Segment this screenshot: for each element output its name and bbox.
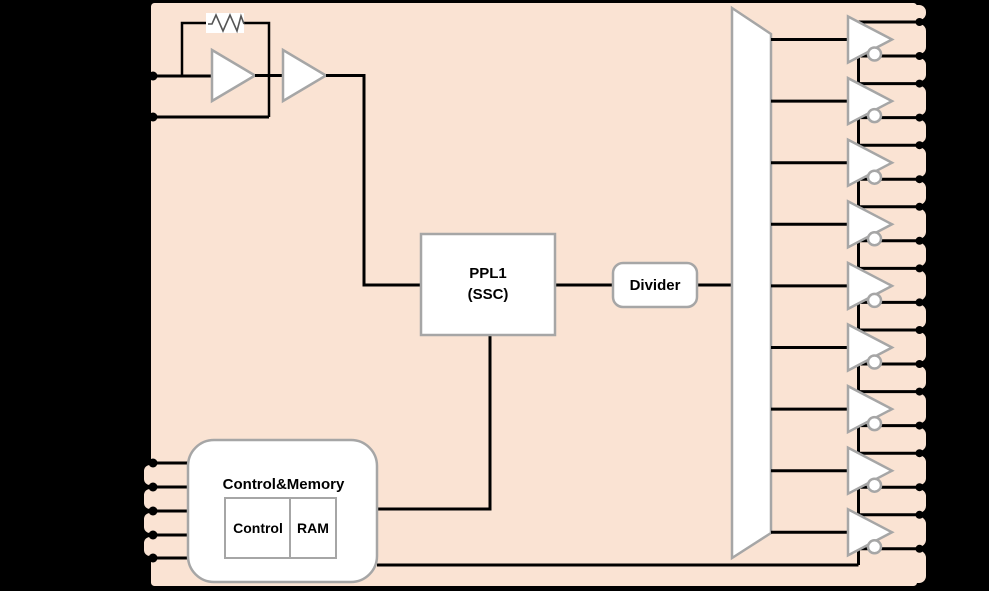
- output-buffer: [771, 322, 924, 392]
- inverter-bubble-icon: [866, 354, 883, 370]
- mux-trapezoid-icon: [730, 5, 773, 561]
- inverter-bubble-icon: [866, 539, 883, 555]
- output-pin-dot: [915, 360, 924, 368]
- output-buffer: [771, 507, 924, 565]
- inverter-bubble-icon: [866, 107, 883, 124]
- pll-label-line1: PPL1: [469, 265, 507, 283]
- output-pin-dot: [915, 113, 924, 122]
- output-buffer: [771, 260, 924, 330]
- chip-pin-tab: [899, 119, 926, 144]
- pll-block: [419, 232, 557, 337]
- inverter-bubble-icon: [866, 477, 883, 493]
- output-pin-dot: [915, 52, 924, 60]
- chip-pin-tab: [144, 465, 166, 485]
- divider-block: [611, 261, 699, 309]
- output-pin-dot: [915, 236, 924, 245]
- output-pin-dot: [915, 175, 924, 184]
- input-pin-dot: [148, 71, 158, 81]
- amplifier-icon: [210, 47, 258, 104]
- ram-sub-block: [289, 497, 337, 559]
- chip-pin-tab: [899, 393, 926, 424]
- chip-pin-tab: [899, 550, 926, 583]
- output-pin-dot: [915, 18, 924, 26]
- chip-pin-tab: [899, 332, 926, 362]
- output-buffer: [771, 445, 924, 515]
- output-pin-dot: [915, 141, 924, 150]
- output-pin-dot: [915, 421, 924, 430]
- pin-tab-layer: [899, 5, 926, 583]
- chip-pin-tab: [144, 489, 166, 509]
- input-pin-dot: [148, 458, 158, 468]
- chip-pin-tab: [144, 537, 166, 556]
- pll-to-control-wire: [377, 335, 492, 511]
- input-pin-dot: [148, 530, 158, 540]
- output-pin-dot: [915, 510, 924, 519]
- input-pin-dot: [148, 112, 158, 122]
- output-pin-dot: [915, 264, 924, 273]
- chip-pin-tab: [899, 5, 926, 20]
- chip-pin-tab: [899, 147, 926, 178]
- inverter-bubble-icon: [866, 231, 883, 247]
- output-pin-dot: [915, 298, 924, 307]
- divider-label: Divider: [629, 276, 681, 294]
- chip-pin-tab: [899, 516, 926, 547]
- chip-pin-tab: [899, 181, 926, 205]
- chip-pin-tab: [899, 58, 926, 82]
- output-pin-dot: [915, 387, 924, 396]
- output-pin-dot: [915, 202, 924, 211]
- output-pin-dot: [915, 326, 924, 334]
- chip-pin-tab: [899, 304, 926, 328]
- control-memory-title: Control&Memory: [222, 475, 345, 493]
- input-pin-dot: [148, 482, 158, 492]
- input-pin-dot: [148, 553, 158, 563]
- crystal-oscillator-circuit: [148, 13, 421, 287]
- chip-pin-tab: [899, 455, 926, 486]
- inverter-bubble-icon: [866, 169, 883, 185]
- inverter-bubble-icon: [866, 46, 883, 62]
- chip-pin-tab: [899, 489, 926, 513]
- inverter-bubble-icon: [866, 292, 883, 309]
- input-pin-dot: [148, 506, 158, 516]
- chip-pin-tab: [899, 208, 926, 239]
- chip-pin-tab: [144, 513, 166, 533]
- control-sub-block: [224, 497, 291, 559]
- chip-pin-tab: [899, 366, 926, 390]
- pll-label-line2: (SSC): [467, 285, 509, 303]
- output-buffer: [771, 76, 924, 146]
- chip-pin-tab: [899, 270, 926, 301]
- output-buffer: [771, 14, 924, 84]
- output-buffer: [771, 199, 924, 269]
- resistor-icon: [208, 13, 245, 34]
- output-pin-dot: [915, 483, 924, 492]
- output-pin-dot: [915, 544, 924, 553]
- output-pin-dot: [915, 79, 924, 88]
- output-buffer: [771, 384, 924, 454]
- output-pin-dot: [915, 449, 924, 458]
- output-buffer-column: [771, 14, 924, 565]
- clock-feed-wire: [326, 74, 421, 287]
- amplifier-icon: [281, 47, 329, 104]
- chip-pin-tab: [899, 242, 926, 267]
- control-memory-block: [144, 438, 379, 584]
- chip-pin-tab: [899, 427, 926, 452]
- control-sub-label: Control: [233, 520, 283, 536]
- control-input-pins: [144, 458, 189, 563]
- output-buffer: [771, 137, 924, 207]
- inverter-bubble-icon: [866, 415, 883, 432]
- chip-pin-tab: [899, 24, 926, 54]
- ram-sub-label: RAM: [297, 520, 329, 536]
- chip-pin-tab: [899, 85, 926, 116]
- pll-label: PPL1 (SSC): [421, 234, 555, 335]
